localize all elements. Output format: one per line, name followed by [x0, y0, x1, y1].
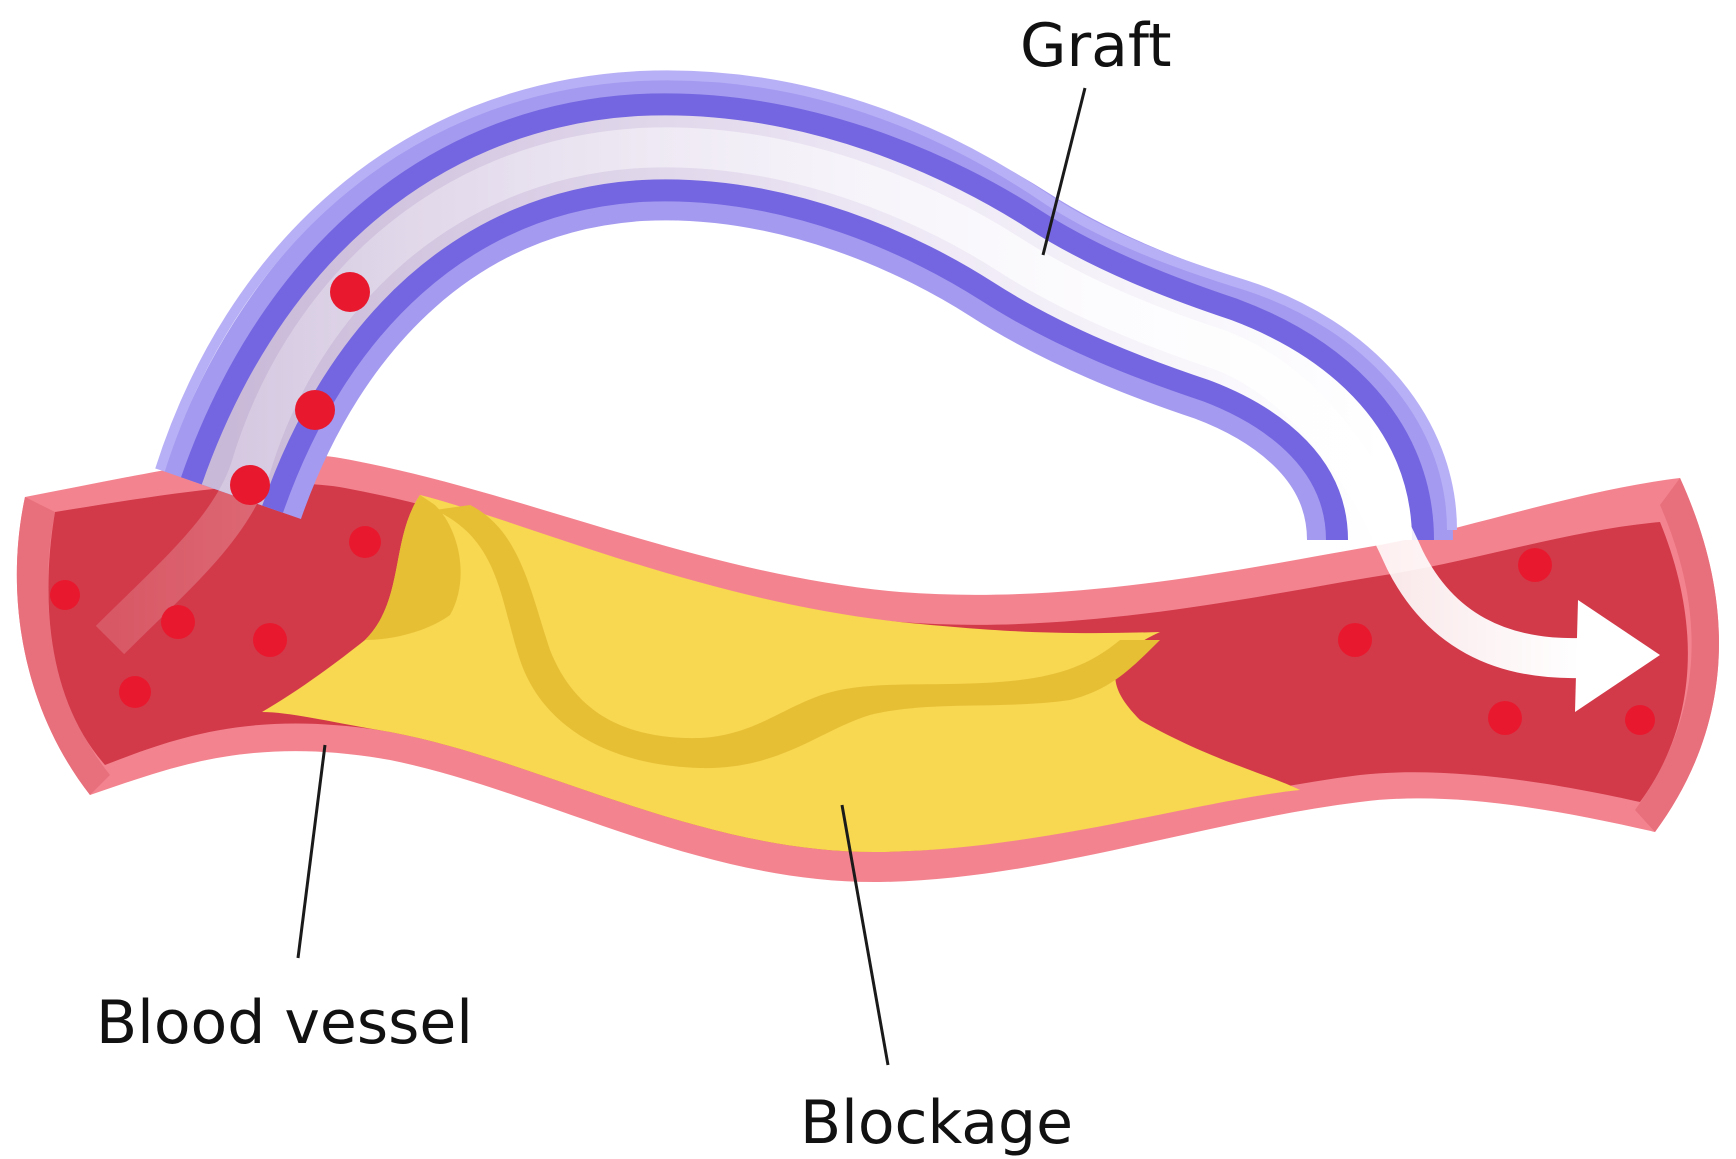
blood-vessel-label: Blood vessel: [96, 988, 473, 1058]
blood-cell-icon: [253, 623, 287, 657]
blood-cell-icon: [161, 605, 195, 639]
blood-cell-icon: [50, 580, 80, 610]
blood-vessel-leader-line: [298, 745, 325, 958]
blood-cell-icon: [119, 676, 151, 708]
blood-cell-icon: [1518, 548, 1552, 582]
blood-cell-icon: [1625, 705, 1655, 735]
blood-cell-icon: [330, 272, 370, 312]
blood-cell-icon: [295, 390, 335, 430]
blood-cell-icon: [349, 526, 381, 558]
blood-cell-icon: [230, 465, 270, 505]
blood-cell-icon: [1488, 701, 1522, 735]
blood-cell-icon: [1338, 623, 1372, 657]
blockage-label: Blockage: [800, 1088, 1073, 1158]
graft-label: Graft: [1020, 11, 1172, 81]
